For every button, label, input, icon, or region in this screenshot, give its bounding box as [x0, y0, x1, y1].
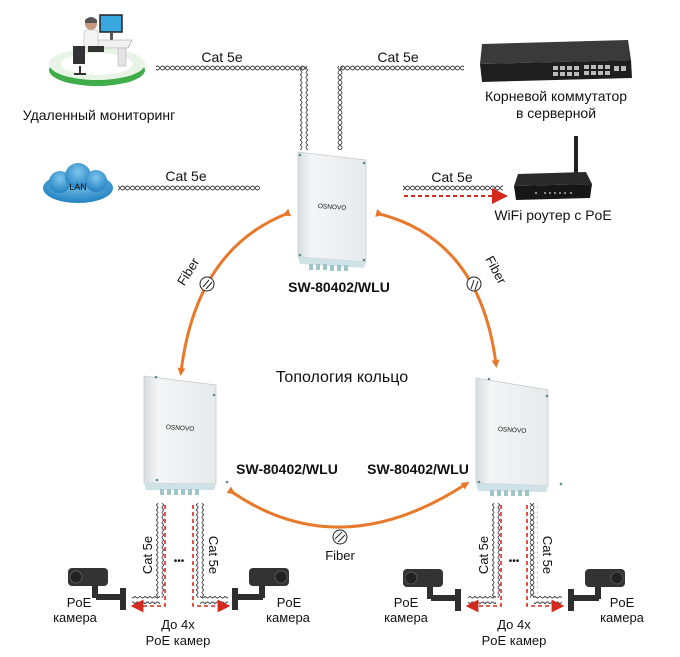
remote-monitoring-node: Удаленный мониторинг: [23, 14, 175, 123]
cat5e-label-remote: Cat 5e: [201, 49, 242, 65]
switch-left-model: SW-80402/WLU: [236, 461, 338, 477]
switch-right-brand: OSNOVO: [498, 426, 527, 435]
wifi-router-node: WiFi роутер с PoE: [494, 136, 612, 223]
outdoor-switch-icon: [143, 375, 229, 495]
wifi-router-icon: [514, 136, 592, 200]
cat5e-label-right-cam1: Cat 5e: [476, 536, 491, 574]
camera-right-1-label-line1: PoE: [394, 595, 419, 610]
cctv-camera-icon: [568, 569, 625, 611]
fiber-label-right: Fiber: [482, 253, 509, 287]
fiber-ring: Fiber Fiber Fiber: [174, 208, 510, 563]
switch-right: OSNOVO SW-80402/WLU: [367, 377, 563, 496]
topology-title: Топология кольцо: [276, 369, 408, 386]
camera-left-2-label-line1: PoE: [277, 595, 302, 610]
switch-right-model: SW-80402/WLU: [367, 461, 469, 477]
cat5e-label-right-cam2: Cat 5e: [540, 536, 555, 574]
camera-right-2-label-line2: камера: [600, 610, 645, 625]
fiber-label-bottom: Fiber: [325, 548, 355, 563]
fiber-arc-right: [375, 209, 500, 368]
camera-group-left-label-line1: До 4х: [161, 617, 195, 632]
cctv-camera-icon: [68, 568, 126, 610]
switch-top: OSNOVO SW-80402/WLU: [288, 151, 390, 295]
ellipsis-right: •••: [509, 556, 520, 567]
cat5e-label-left-cam2: Cat 5e: [206, 536, 221, 574]
camera-group-right-label-line1: До 4х: [497, 617, 531, 632]
wifi-router-label: WiFi роутер с PoE: [494, 207, 611, 223]
camera-right-2-label-line1: PoE: [610, 595, 635, 610]
rack-switch-icon: [480, 40, 632, 82]
camera-group-right: Cat 5e Cat 5e ••• PoE камера PoE камера …: [384, 503, 645, 648]
cctv-camera-icon: [403, 569, 461, 611]
lan-label: LAN: [69, 182, 87, 192]
camera-left-2-label-line2: камера: [266, 610, 311, 625]
lan-node: LAN: [43, 163, 113, 203]
cat5e-label-router: Cat 5e: [431, 169, 472, 185]
fiber-label-left: Fiber: [174, 255, 203, 289]
cable-lan: Cat 5e: [118, 168, 260, 191]
camera-left-1-label-line1: PoE: [67, 595, 92, 610]
camera-left-1-label-line2: камера: [53, 610, 98, 625]
workstation-icon: [49, 14, 145, 86]
cat5e-label-core: Cat 5e: [377, 49, 418, 65]
cloud-icon: [43, 163, 113, 203]
switch-top-model: SW-80402/WLU: [288, 279, 390, 295]
outdoor-switch-icon: [297, 151, 367, 271]
switch-top-brand: OSNOVO: [318, 203, 347, 212]
ellipsis-left: •••: [174, 556, 185, 567]
fiber-connector-icon: [466, 276, 482, 292]
camera-right-1-label-line2: камера: [384, 610, 429, 625]
cable-core-switch: Cat 5e: [336, 49, 464, 150]
cat5e-label-left-cam1: Cat 5e: [140, 536, 155, 574]
remote-monitoring-label: Удаленный мониторинг: [23, 107, 175, 123]
camera-group-left-label-line2: PoE камер: [146, 633, 211, 648]
fiber-arc-bottom: [226, 481, 470, 529]
fiber-connector-icon: [332, 529, 348, 545]
cable-remote-monitoring: Cat 5e: [156, 49, 308, 150]
cable-wifi-router: Cat 5e: [403, 169, 508, 204]
core-switch-node: Корневой коммутатор в серверной: [480, 40, 632, 121]
switch-left: OSNOVO SW-80402/WLU: [143, 375, 338, 495]
core-switch-label-line1: Корневой коммутатор: [485, 88, 627, 104]
core-switch-label-line2: в серверной: [516, 105, 596, 121]
outdoor-switch-icon: [475, 377, 563, 496]
camera-group-right-label-line2: PoE камер: [482, 633, 547, 648]
switch-left-brand: OSNOVO: [166, 424, 195, 433]
camera-group-left: Cat 5e Cat 5e ••• PoE камера PoE камера …: [53, 503, 311, 648]
fiber-connector-icon: [199, 276, 215, 292]
cctv-camera-icon: [232, 568, 289, 610]
cat5e-label-lan: Cat 5e: [165, 168, 206, 184]
fiber-arc-left: [177, 208, 292, 376]
